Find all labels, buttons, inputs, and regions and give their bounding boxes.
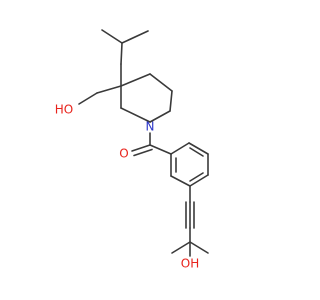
bond-ch-ch3-b [121, 30, 149, 44]
benzene-ring [170, 142, 209, 187]
bond-c-ch3-right [189, 241, 209, 254]
bond-n-c2 [120, 107, 151, 123]
ring-nitrogen-label: N [146, 120, 155, 134]
hydroxymethyl-group [78, 85, 122, 105]
piperidine-ring [120, 73, 173, 123]
bond-ch-ch2 [120, 42, 123, 65]
bond-carbonyl-double-a [131, 144, 151, 152]
bond-ch2-o [78, 92, 98, 105]
bond-c3-ch2 [96, 85, 122, 94]
isobutyl-group [101, 29, 149, 87]
hydroxymethyl-oh-label: HO [55, 103, 73, 117]
bond-ch3-a-ch [101, 29, 123, 44]
bond-c3-c4 [120, 73, 151, 87]
bond-ar1-ar2 [170, 142, 190, 155]
molecule-structure-diagram: HO N O OH [55, 29, 209, 271]
bond-ar2-ar3 [188, 142, 209, 155]
bond-ar-inner-b [189, 172, 204, 182]
bond-ar5-ar6 [170, 175, 191, 187]
bond-ar4-ar5 [189, 174, 209, 187]
bond-carbonyl-double-b [133, 148, 153, 157]
bond-c6-n [149, 110, 171, 123]
bond-c4-c5 [149, 73, 173, 92]
bond-ar-inner-a [189, 147, 204, 157]
bond-c5-c6 [169, 90, 173, 112]
tertiary-alcohol-oh-label: OH [181, 257, 199, 271]
carbonyl-oxygen-label: O [119, 147, 128, 161]
dimethylcarbinol-group [171, 241, 209, 257]
alkyne-group [185, 185, 195, 243]
bond-c-ch3-left [171, 241, 191, 254]
bond-carbonyl-c-aryl [149, 144, 172, 155]
amide-linkage [131, 132, 172, 157]
